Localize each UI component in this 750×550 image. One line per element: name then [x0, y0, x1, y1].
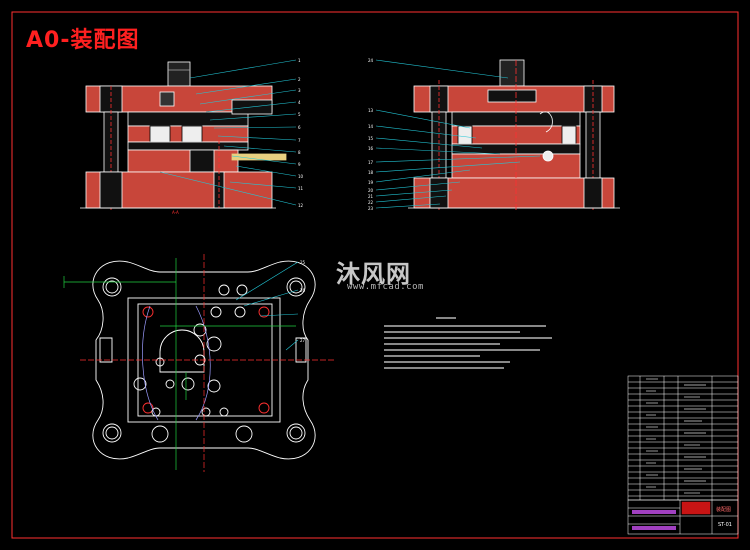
callout: 3: [298, 88, 301, 93]
side-view-right: [408, 59, 620, 212]
plan-view-guides: [63, 254, 334, 472]
callout: 4: [298, 100, 301, 105]
watermark-text: 沐风网: [336, 260, 411, 288]
plan-view-callouts: 25 26 27: [300, 260, 306, 343]
front-view-callouts: 1 2 3 4 5 6 7 8 9 10 11 12: [298, 58, 304, 208]
callout: 8: [298, 150, 301, 155]
callout: 7: [298, 138, 301, 143]
callout: 14: [368, 124, 374, 129]
callout: 5: [298, 112, 301, 117]
title-block: [627, 499, 739, 535]
watermark-url: www.mfcad.com: [347, 282, 424, 292]
drawing-frame: [11, 11, 739, 539]
callout: 24: [368, 58, 374, 63]
plan-view-leaders: [235, 261, 299, 351]
parts-list-entries: [646, 378, 706, 494]
parts-list-table: [627, 375, 739, 501]
callout: 23: [368, 206, 374, 211]
technical-notes: [384, 317, 552, 369]
callout: 11: [298, 186, 304, 191]
callout: 22: [368, 200, 374, 205]
callout: 20: [368, 188, 374, 193]
side-view-callouts: 24 13 14 15 16 17 18 19 20 21 22 23: [368, 58, 374, 211]
callout: 26: [300, 288, 306, 293]
callout: 27: [300, 338, 306, 343]
callout: 2: [298, 77, 301, 82]
front-view-leaders: [159, 59, 297, 206]
callout: 9: [298, 162, 301, 167]
callout: 18: [368, 170, 374, 175]
callout: 6: [298, 125, 301, 130]
callout: 25: [300, 260, 306, 265]
callout: 17: [368, 160, 374, 165]
callout: 13: [368, 108, 374, 113]
callout: 12: [298, 203, 304, 208]
svg-text:A-A: A-A: [172, 210, 179, 215]
callout: 1: [298, 58, 301, 63]
callout: 10: [298, 174, 304, 179]
callout: 15: [368, 136, 374, 141]
callout: 16: [368, 146, 374, 151]
side-view-leaders: [375, 59, 541, 209]
callout: 21: [368, 194, 374, 199]
drawing-title: A0-装配图: [26, 28, 140, 53]
title-block-code: ST-01: [718, 522, 732, 528]
title-block-drawing-name: 装配图: [716, 507, 732, 513]
callout: 19: [368, 180, 374, 185]
front-view-left: A-A: [80, 61, 287, 215]
